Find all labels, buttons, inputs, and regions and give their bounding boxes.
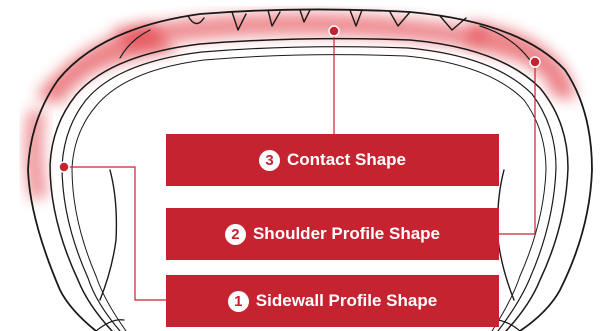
sidewall-profile-shape-label: 1 Sidewall Profile Shape [166, 275, 499, 327]
shoulder-leader-line [499, 62, 536, 235]
tire-outline [27, 8, 593, 331]
leader-lines [64, 31, 536, 301]
shoulder-profile-shape-label: 2 Shoulder Profile Shape [166, 208, 499, 260]
anchor-dots [58, 25, 541, 173]
label-text: Shoulder Profile Shape [252, 224, 441, 243]
contact-anchor-dot [328, 25, 340, 37]
label-text: Contact Shape [286, 150, 407, 169]
label-number-badge: 2 [224, 223, 246, 245]
sidewall-anchor-dot [58, 161, 70, 173]
label-number-badge: 3 [258, 149, 280, 171]
contact-shape-label: 3 Contact Shape [166, 134, 499, 186]
sidewall-leader-line [64, 166, 166, 301]
sidewall-zone-highlight [24, 110, 48, 200]
label-text: Sidewall Profile Shape [255, 291, 438, 310]
shoulder-anchor-dot [529, 56, 541, 68]
shoulder-zone-highlight [36, 22, 575, 104]
label-number-badge: 1 [227, 290, 249, 312]
